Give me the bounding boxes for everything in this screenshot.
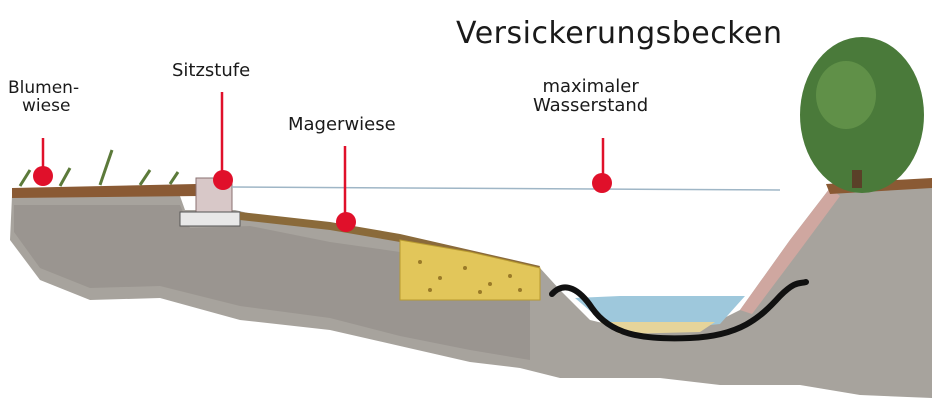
- max-water-level-line: [232, 187, 780, 190]
- label-blumenwiese-line2: wiese: [8, 98, 79, 116]
- label-sitzstufe: Sitzstufe: [172, 62, 250, 81]
- sitzstufe-base: [180, 212, 240, 226]
- tree-trunk: [852, 170, 862, 188]
- label-blumenwiese: Blumen- wiese: [8, 80, 79, 116]
- marker-dot-blumenwiese: [33, 166, 53, 186]
- label-maximaler-wasserstand: maximaler Wasserstand: [533, 78, 648, 116]
- diagram-title: Versickerungsbecken: [456, 18, 783, 50]
- tree-crown-highlight: [816, 61, 876, 129]
- label-wasserstand-line2: Wasserstand: [533, 97, 648, 116]
- label-magerwiese: Magerwiese: [288, 116, 396, 135]
- marker-dot-wasserstand: [592, 173, 612, 193]
- topsoil-blumenwiese: [12, 184, 200, 198]
- marker-dot-sitzstufe: [213, 170, 233, 190]
- marker-dot-magerwiese: [336, 212, 356, 232]
